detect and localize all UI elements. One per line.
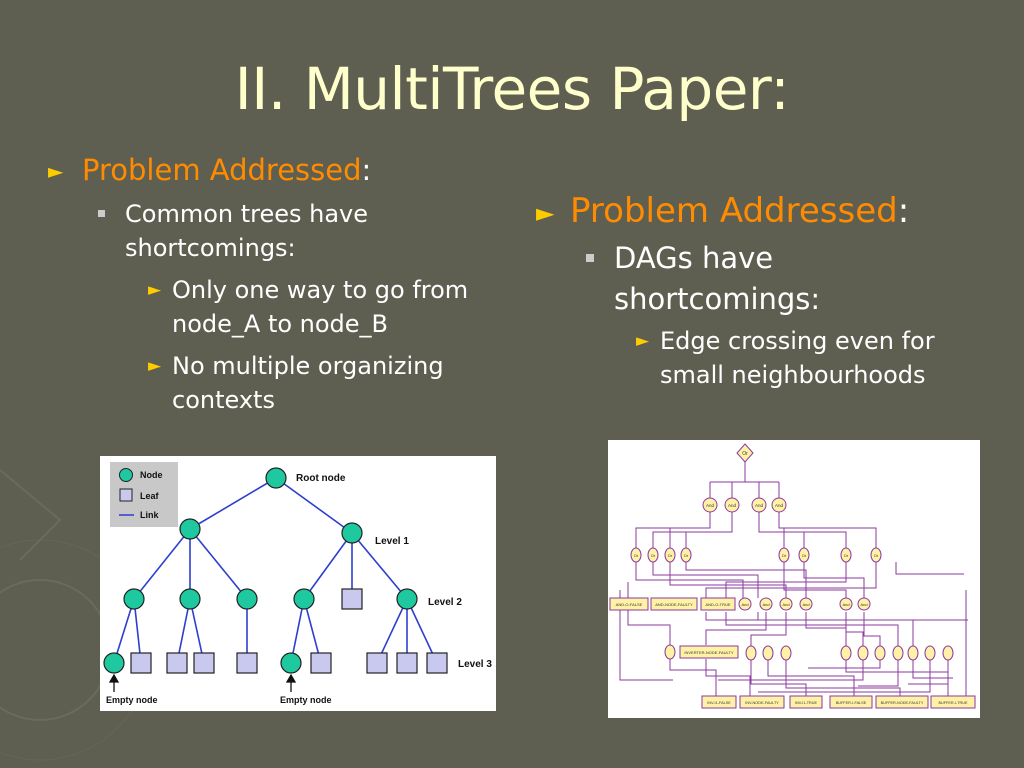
dag-mid-boxes bbox=[609, 597, 736, 611]
dag-and-label: And bbox=[706, 503, 715, 508]
arrow-up-icon bbox=[108, 673, 120, 683]
dag-or-label: Or bbox=[844, 553, 849, 558]
dag-or-label: Or bbox=[782, 553, 787, 558]
left-point-2-text: No multiple organizing contexts bbox=[172, 352, 444, 414]
right-column: ► Problem Addressed: DAGs have shortcomi… bbox=[536, 190, 976, 392]
dag-and-label: And bbox=[755, 503, 764, 508]
dag-edges bbox=[619, 462, 968, 696]
dag-or-label: Or bbox=[802, 553, 807, 558]
dag-mid-and-label: And bbox=[762, 602, 769, 607]
tree-links bbox=[113, 477, 438, 664]
triangle-bullet-icon: ► bbox=[148, 356, 162, 376]
dag-bottom-box-label: BUFFER-NODE-FAULTY bbox=[881, 701, 924, 705]
right-point-1-text: Edge crossing even for small neighbourho… bbox=[660, 327, 935, 389]
dag-mid-and-label: And bbox=[741, 602, 748, 607]
dag-bottom-box-label: BUFFER-I-FALSE bbox=[836, 701, 867, 705]
left-point-1: ► Only one way to go from node_A to node… bbox=[148, 273, 493, 341]
dag-inverter-box-label: INVERTER-NODE-FAULTY bbox=[684, 650, 734, 655]
right-point-1: ► Edge crossing even for small neighbour… bbox=[636, 324, 956, 392]
dag-and-label: And bbox=[775, 503, 784, 508]
dag-and-label: And bbox=[728, 503, 737, 508]
right-heading-colon: : bbox=[897, 191, 910, 231]
dag-or-label: Or bbox=[651, 553, 656, 558]
left-point-1-text: Only one way to go from node_A to node_B bbox=[172, 276, 469, 338]
triangle-bullet-icon: ► bbox=[536, 199, 555, 227]
left-heading-colon: : bbox=[361, 153, 372, 187]
dag-bottom-box-label: INV-I1-TRUE bbox=[795, 701, 818, 705]
legend-leaf: Leaf bbox=[140, 491, 160, 501]
slide-title: II. MultiTrees Paper: bbox=[234, 55, 790, 123]
right-heading: ► Problem Addressed: bbox=[536, 190, 976, 234]
dag-top-diamond: Or bbox=[736, 443, 754, 463]
dag-box-label: AND-O-TRUE bbox=[705, 602, 730, 607]
level-3-label: Level 3 bbox=[458, 659, 492, 670]
triangle-bullet-icon: ► bbox=[148, 280, 162, 300]
legend-node-icon bbox=[119, 468, 133, 482]
left-sub-text: Common trees have shortcomings: bbox=[125, 200, 369, 262]
tree-diagram: Node Leaf Link bbox=[100, 456, 496, 711]
legend-leaf-icon bbox=[119, 488, 133, 502]
dag-and-row bbox=[702, 497, 787, 513]
right-heading-text: Problem Addressed bbox=[570, 191, 898, 231]
arrow-up-icon bbox=[285, 673, 297, 683]
dag-mid-and-label: And bbox=[802, 602, 809, 607]
dag-or-label: Or bbox=[684, 553, 689, 558]
dag-lower-row: INVERTER-NODE-FAULTY bbox=[664, 644, 954, 661]
triangle-bullet-icon: ► bbox=[636, 331, 650, 351]
dag-bottom-boxes bbox=[701, 695, 976, 709]
legend-node: Node bbox=[140, 470, 163, 480]
dag-or-row bbox=[630, 547, 882, 563]
dag-mid-ands bbox=[738, 597, 871, 611]
square-bullet-icon bbox=[586, 254, 594, 262]
left-heading-text: Problem Addressed bbox=[82, 153, 362, 187]
dag-box-label: AND-O-FALSE bbox=[616, 602, 643, 607]
level-2-label: Level 2 bbox=[428, 597, 462, 608]
dag-diagram: Or And And And And Or Or bbox=[608, 440, 980, 718]
triangle-bullet-icon: ► bbox=[48, 159, 64, 183]
level-1-label: Level 1 bbox=[375, 536, 409, 547]
dag-bottom-box-label: INV-I1-FALSE bbox=[707, 701, 731, 705]
dag-bottom-box-label: INV-NODE-FAULTY bbox=[745, 701, 779, 705]
left-point-2: ► No multiple organizing contexts bbox=[148, 349, 493, 417]
legend-link: Link bbox=[140, 510, 159, 520]
dag-box-label: AND-NODE-FAULTY bbox=[655, 602, 693, 607]
square-bullet-icon bbox=[98, 210, 105, 217]
root-node-label: Root node bbox=[296, 473, 346, 484]
left-sub-item: Common trees have shortcomings: bbox=[98, 197, 428, 265]
svg-text:Or: Or bbox=[742, 451, 748, 457]
tree-leaves bbox=[130, 588, 448, 674]
right-sub-item: DAGs have shortcomings: bbox=[586, 238, 846, 320]
dag-bottom-box-label: BUFFER-I-TRUE bbox=[938, 701, 968, 705]
right-sub-text: DAGs have shortcomings: bbox=[614, 241, 821, 316]
dag-mid-and-label: And bbox=[842, 602, 849, 607]
left-column: ► Problem Addressed: Common trees have s… bbox=[48, 152, 498, 417]
empty-node-label-2: Empty node bbox=[280, 695, 332, 705]
dag-mid-and-label: And bbox=[860, 602, 867, 607]
dag-or-label: Or bbox=[634, 553, 639, 558]
dag-or-label: Or bbox=[668, 553, 673, 558]
empty-node-label-1: Empty node bbox=[106, 695, 158, 705]
dag-mid-and-label: And bbox=[782, 602, 789, 607]
dag-or-label: Or bbox=[874, 553, 879, 558]
left-heading: ► Problem Addressed: bbox=[48, 152, 498, 189]
tree-nodes bbox=[103, 467, 418, 674]
